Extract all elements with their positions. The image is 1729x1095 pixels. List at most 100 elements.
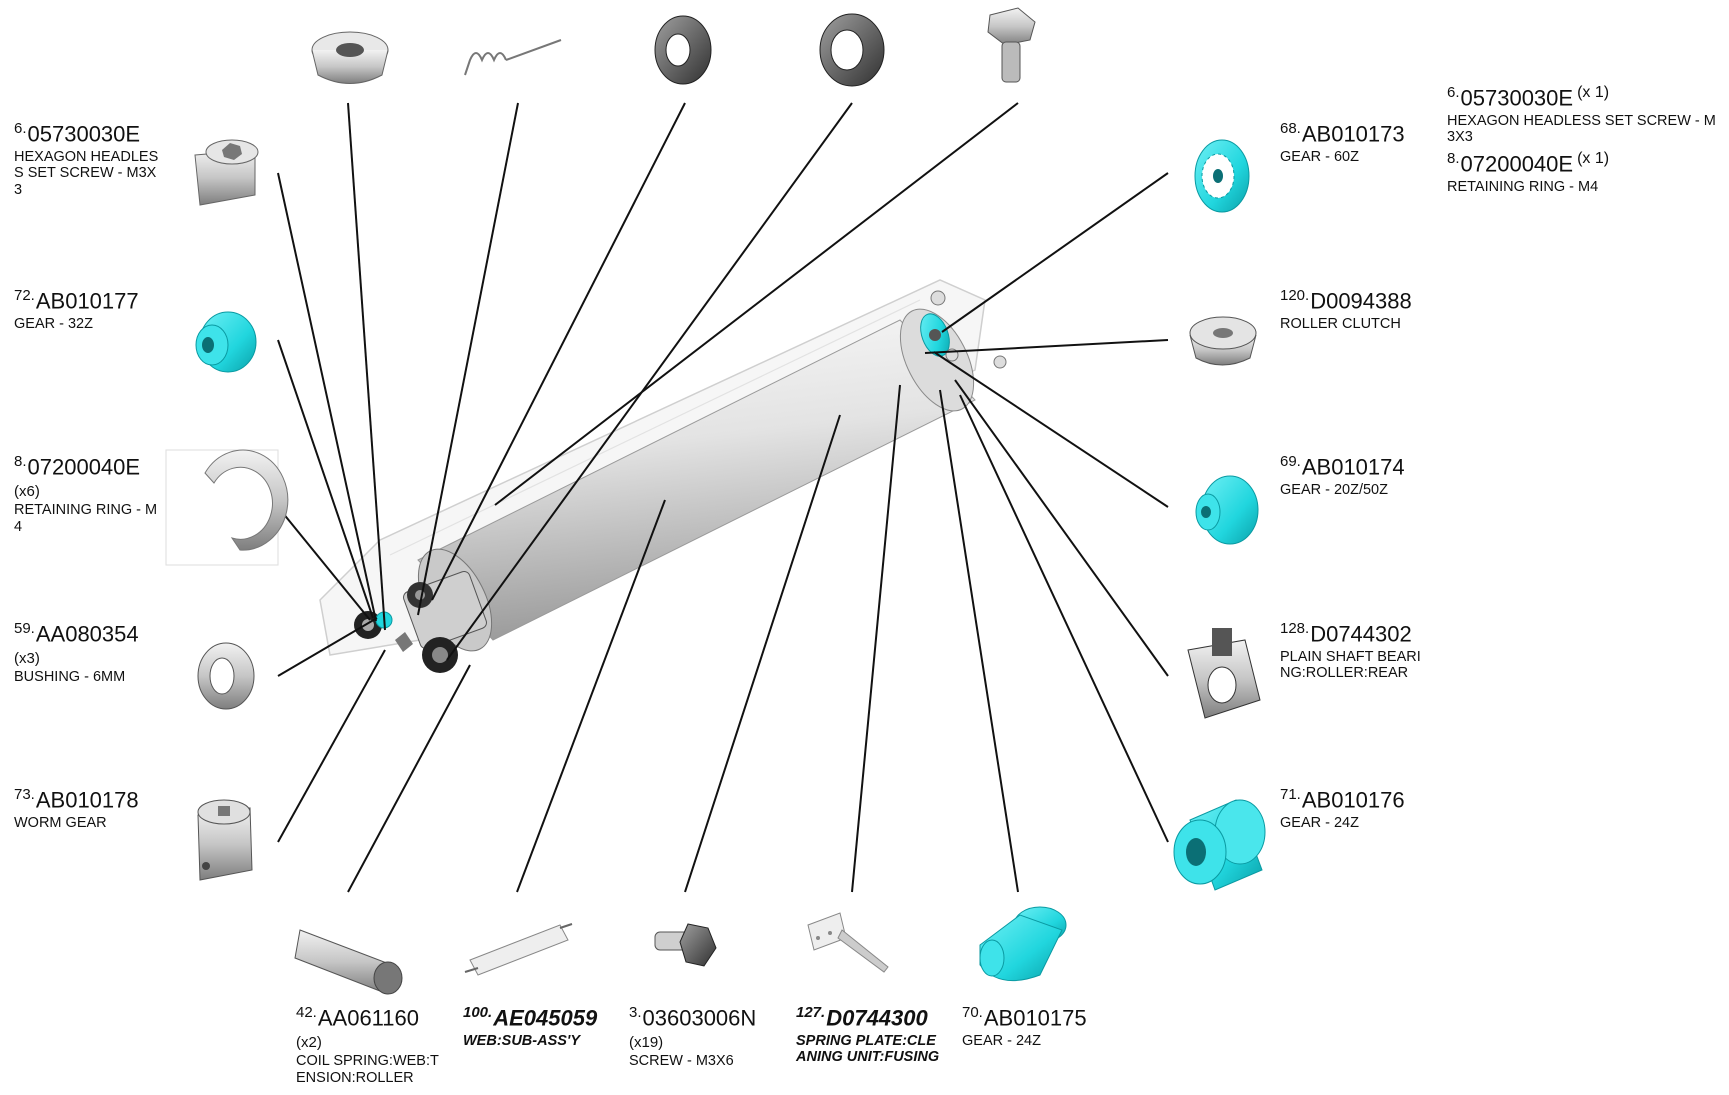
gear-24z-small-icon <box>979 906 1067 982</box>
fusing-assembly <box>319 279 1007 673</box>
part-description: HEXAGON HEADLESS SET SCREW - M3X3 <box>14 148 159 198</box>
part-index: 127. <box>796 1004 826 1021</box>
spring-plate-icon <box>807 912 889 973</box>
part-number: AB010174 <box>1301 454 1405 480</box>
part-description: HEXAGON HEADLESS SET SCREW - M3X3 <box>1447 112 1716 146</box>
part-label-3: 3.03603006N (x19) SCREW - M3X6 <box>629 1004 779 1070</box>
part-label-100: 100.AE045059 WEB:SUB-ASS'Y <box>463 1004 613 1049</box>
part-quantity: (x19) <box>629 1033 664 1051</box>
part-number: D0744302 <box>1310 621 1412 647</box>
part-description: PLAIN SHAFT BEARING:ROLLER:REAR <box>1280 648 1421 682</box>
part-number: 03603006N <box>642 1005 757 1031</box>
right-drive-mechanism <box>920 290 1007 369</box>
part-description: GEAR - 24Z <box>962 1032 1041 1049</box>
gear-60z-icon <box>1194 139 1250 213</box>
part-number: AB010173 <box>1301 121 1405 147</box>
part-label-42: 42.AA061160 (x2) COIL SPRING:WEB:TENSION… <box>296 1004 446 1086</box>
part-label-59: 59.AA080354 (x3) BUSHING - 6MM <box>14 620 164 686</box>
part-description: WEB:SUB-ASS'Y <box>463 1032 581 1049</box>
part-quantity: (x 1) <box>1577 84 1610 101</box>
part-label-128: 128.D0744302 PLAIN SHAFT BEARING:ROLLER:… <box>1280 620 1430 682</box>
part-description: SPRING PLATE:CLEANING UNIT:FUSING <box>796 1032 940 1066</box>
gear-20z-50z-icon <box>1195 475 1259 545</box>
bearing-icon <box>1187 628 1261 719</box>
coil-spring-icon <box>464 39 562 76</box>
part-index: 100. <box>463 1004 493 1021</box>
part-quantity: (x6) <box>14 482 40 500</box>
part-quantity: (x2) <box>296 1033 322 1051</box>
left-drive-mechanism <box>354 571 487 673</box>
screw-icon <box>654 923 717 967</box>
part-description: COIL SPRING:WEB:TENSION:ROLLER <box>296 1052 439 1086</box>
part-description: RETAINING RING - M4 <box>1447 178 1599 195</box>
part-index: 59. <box>14 620 35 637</box>
part-label-70: 70.AB010175 GEAR - 24Z <box>962 1004 1112 1049</box>
part-description: ROLLER CLUTCH <box>1280 315 1401 332</box>
part-index: 73. <box>14 786 35 803</box>
part-description: GEAR - 60Z <box>1280 148 1359 165</box>
part-label-120: 120.D0094388 ROLLER CLUTCH <box>1280 287 1430 332</box>
part-label-8-left: 8.07200040E (x6) RETAINING RING - M4 <box>14 453 164 535</box>
part-index: 6. <box>14 120 27 137</box>
part-number: AB010175 <box>983 1005 1087 1031</box>
leader-lines <box>277 102 1169 893</box>
part-label-6-right: 6.05730030E(x 1) HEXAGON HEADLESS SET SC… <box>1447 84 1717 146</box>
part-quantity: (x3) <box>14 649 40 667</box>
collar-ring-icon <box>819 13 885 87</box>
part-number: AA080354 <box>35 621 139 647</box>
web-roll-icon <box>464 923 573 976</box>
part-label-6-left: 6.05730030E HEXAGON HEADLESS SET SCREW -… <box>14 120 164 199</box>
part-label-8-right: 8.07200040E(x 1) RETAINING RING - M4 <box>1447 150 1717 195</box>
part-description: GEAR - 24Z <box>1280 814 1359 831</box>
part-index: 3. <box>629 1004 642 1021</box>
part-number: 05730030E <box>27 121 141 147</box>
part-number: 05730030E <box>1460 85 1574 111</box>
part-description: GEAR - 32Z <box>14 315 93 332</box>
part-index: 6. <box>1447 84 1460 101</box>
part-label-69: 69.AB010174 GEAR - 20Z/50Z <box>1280 453 1430 498</box>
part-number: 07200040E <box>1460 151 1574 177</box>
set-screw-icon <box>194 139 259 206</box>
part-description: RETAINING RING - M4 <box>14 501 158 535</box>
part-index: 72. <box>14 287 35 304</box>
part-index: 71. <box>1280 786 1301 803</box>
part-number: D0744300 <box>826 1005 928 1031</box>
part-label-73: 73.AB010178 WORM GEAR <box>14 786 164 831</box>
part-description: SCREW - M3X6 <box>629 1052 734 1069</box>
part-label-71: 71.AB010176 GEAR - 24Z <box>1280 786 1430 831</box>
part-number: AA061160 <box>317 1005 419 1031</box>
bushing-icon <box>197 642 255 710</box>
part-number: D0094388 <box>1310 288 1412 314</box>
part-number: AB010176 <box>1301 787 1405 813</box>
part-label-68: 68.AB010173 GEAR - 60Z <box>1280 120 1430 165</box>
part-index: 8. <box>1447 150 1460 167</box>
flanged-bushing-icon <box>311 31 389 84</box>
part-description: BUSHING - 6MM <box>14 668 126 685</box>
gear-24z-icon <box>1173 799 1266 891</box>
part-description: GEAR - 20Z/50Z <box>1280 481 1388 498</box>
gear-32z-icon <box>195 311 257 373</box>
part-number: 07200040E <box>27 454 141 480</box>
hex-bolt-icon <box>987 7 1036 83</box>
part-description: WORM GEAR <box>14 814 107 831</box>
part-index: 69. <box>1280 453 1301 470</box>
retaining-ring-icon <box>165 449 289 566</box>
part-number: AB010177 <box>35 288 139 314</box>
part-index: 68. <box>1280 120 1301 137</box>
part-index: 70. <box>962 1004 983 1021</box>
part-label-72: 72.AB010177 GEAR - 32Z <box>14 287 164 332</box>
coil-spring-tube-icon <box>294 929 403 995</box>
roller <box>417 308 976 652</box>
part-index: 8. <box>14 453 27 470</box>
part-number: AB010178 <box>35 787 139 813</box>
part-index: 42. <box>296 1004 317 1021</box>
roller-clutch-icon <box>1189 316 1257 366</box>
part-index: 128. <box>1280 620 1310 637</box>
worm-gear-icon <box>197 799 253 881</box>
part-number: AE045059 <box>493 1005 598 1031</box>
part-label-127: 127.D0744300 SPRING PLATE:CLEANING UNIT:… <box>796 1004 946 1066</box>
part-index: 120. <box>1280 287 1310 304</box>
spacer-ring-icon <box>654 15 712 85</box>
part-quantity: (x 1) <box>1577 150 1610 167</box>
